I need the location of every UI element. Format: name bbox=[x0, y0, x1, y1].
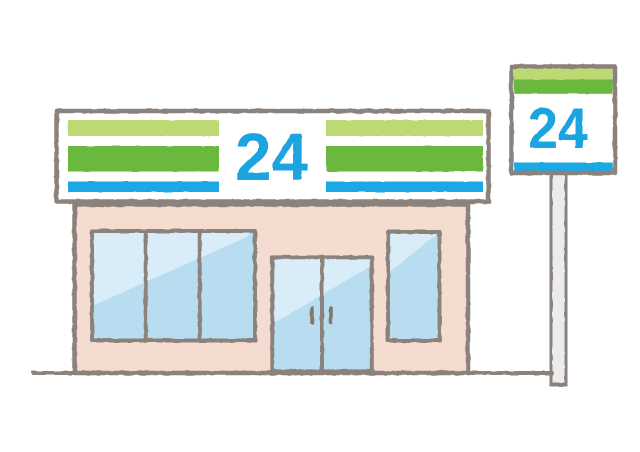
svg-text:24: 24 bbox=[528, 97, 588, 161]
svg-text:24: 24 bbox=[235, 121, 308, 195]
